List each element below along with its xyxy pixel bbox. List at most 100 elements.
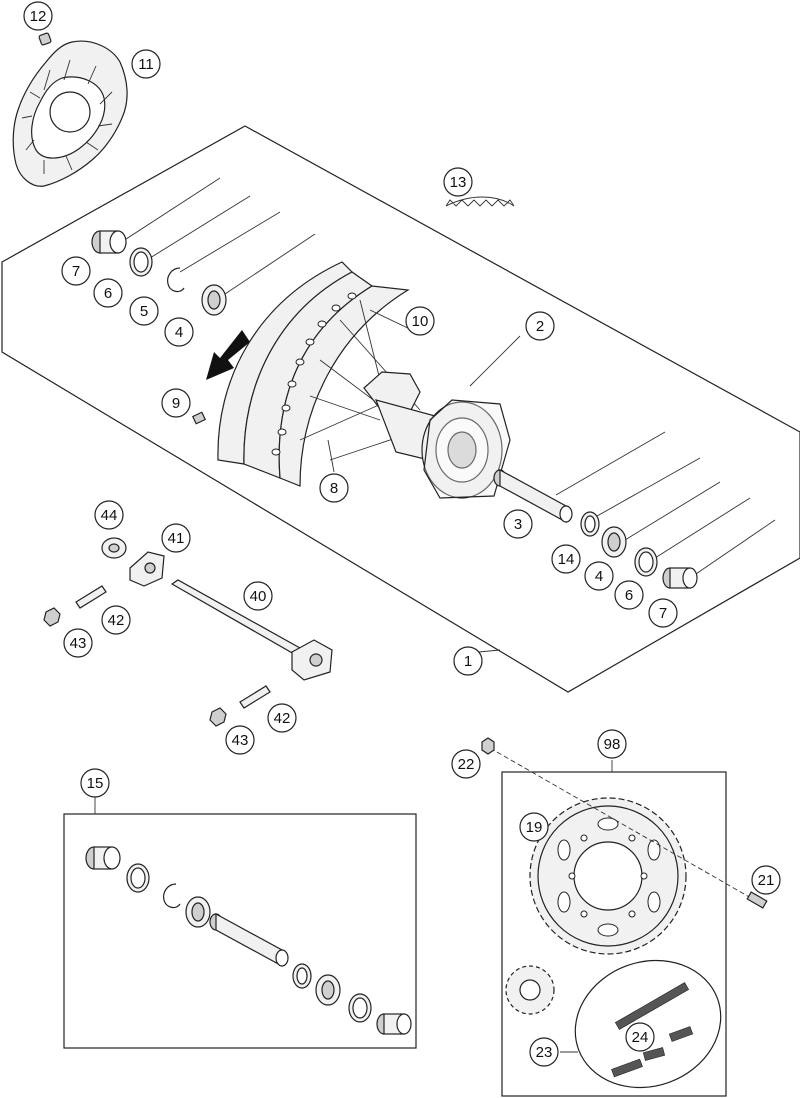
callout-23: 23 [529,1037,559,1067]
sprocket-screw [746,891,768,909]
callout-label: 6 [104,285,112,302]
callout-label: 44 [101,507,118,524]
callout-label: 4 [595,568,603,585]
chain-kit-oval [574,959,722,1089]
callout-label: 8 [330,480,338,497]
callout-label: 1 [464,653,472,670]
valve [191,411,207,425]
callout-3: 3 [503,509,533,539]
callout-44: 44 [94,500,124,530]
callout-label: 12 [30,8,47,25]
callout-label: 23 [536,1044,553,1061]
bearing-right [601,526,627,558]
callout-label: 98 [604,736,621,753]
callout-15: 15 [80,768,110,798]
callout-label: 6 [625,587,633,604]
callout-43: 43 [63,628,93,658]
callout-41: 41 [161,523,191,553]
axle [170,579,333,681]
callout-label: 13 [450,174,467,191]
callout-label: 14 [558,551,575,568]
brake-disc [12,40,128,187]
seal-ring-right [634,547,658,577]
callout-13: 13 [443,167,473,197]
callout-label: 10 [412,313,429,330]
callout-label: 40 [250,588,267,605]
callout-label: 2 [536,318,544,335]
callout-label: 7 [659,605,667,622]
callout-7: 7 [648,598,678,628]
callout-label: 19 [526,819,543,836]
bearing-left [201,284,227,316]
callout-10: 10 [405,306,435,336]
callout-1: 1 [453,646,483,676]
rear-sprocket [529,797,687,955]
callout-7: 7 [61,256,91,286]
seal-ring-left [129,247,153,277]
callout-14: 14 [551,544,581,574]
spacer-ring-right [580,511,600,537]
callout-5: 5 [129,296,159,326]
hub-bearing-kit-frame [63,813,417,1049]
callout-label: 9 [172,395,180,412]
callout-9: 9 [161,388,191,418]
chain [611,982,694,1078]
rim-tape [445,196,515,207]
spacer-right [662,567,698,589]
callout-label: 21 [758,872,775,889]
callout-22: 22 [451,749,481,779]
callout-label: 5 [140,303,148,320]
callout-24: 24 [625,1022,655,1052]
nut-right [209,707,227,727]
callout-label: 42 [108,612,125,629]
spacer-sleeve [493,468,573,524]
callout-6: 6 [93,278,123,308]
callout-21: 21 [751,865,781,895]
callout-2: 2 [525,311,555,341]
sprocket-nut [481,737,495,755]
rotation-direction-arrow-icon [206,330,250,380]
sprocket-kit-frame [501,771,727,1097]
chain-adjuster-left [129,551,165,587]
callout-12: 12 [23,1,53,31]
callout-4: 4 [584,561,614,591]
axle-nut-cap [101,537,127,559]
callout-label: 43 [232,732,249,749]
callout-label: 41 [168,530,185,547]
callout-label: 22 [458,756,475,773]
callout-8: 8 [319,473,349,503]
callout-6: 6 [614,580,644,610]
callout-19: 19 [519,812,549,842]
leader-lines-right [555,431,776,579]
callout-label: 15 [87,775,104,792]
callout-label: 24 [632,1029,649,1046]
circlip-left [167,267,185,293]
callout-label: 43 [70,635,87,652]
callout-label: 11 [138,56,154,73]
callout-label: 4 [175,324,183,341]
callout-4: 4 [164,317,194,347]
hub [363,371,511,499]
adjusting-screw-left [75,585,107,609]
callout-label: 3 [514,516,522,533]
adjusting-screw-right [239,685,271,709]
callout-42: 42 [267,703,297,733]
disc-screw [38,32,52,46]
front-sprocket [505,965,555,1015]
callout-43: 43 [225,725,255,755]
rim [217,261,410,487]
callout-40: 40 [243,581,273,611]
leader-lines-left [119,177,316,297]
callouts: 12 11 13 7 6 5 4 10 2 9 8 44 41 3 14 4 6… [23,1,781,1067]
callout-42: 42 [101,605,131,635]
chain-joint [642,1047,666,1061]
callout-98: 98 [597,729,627,759]
kit-parts [85,846,412,1035]
spacer-left [91,230,127,254]
sprocket-screw-leader [489,747,759,903]
nut-left [43,607,61,627]
callout-label: 7 [72,263,80,280]
callout-label: 42 [274,710,291,727]
wheel-assembly-frame [1,125,800,693]
